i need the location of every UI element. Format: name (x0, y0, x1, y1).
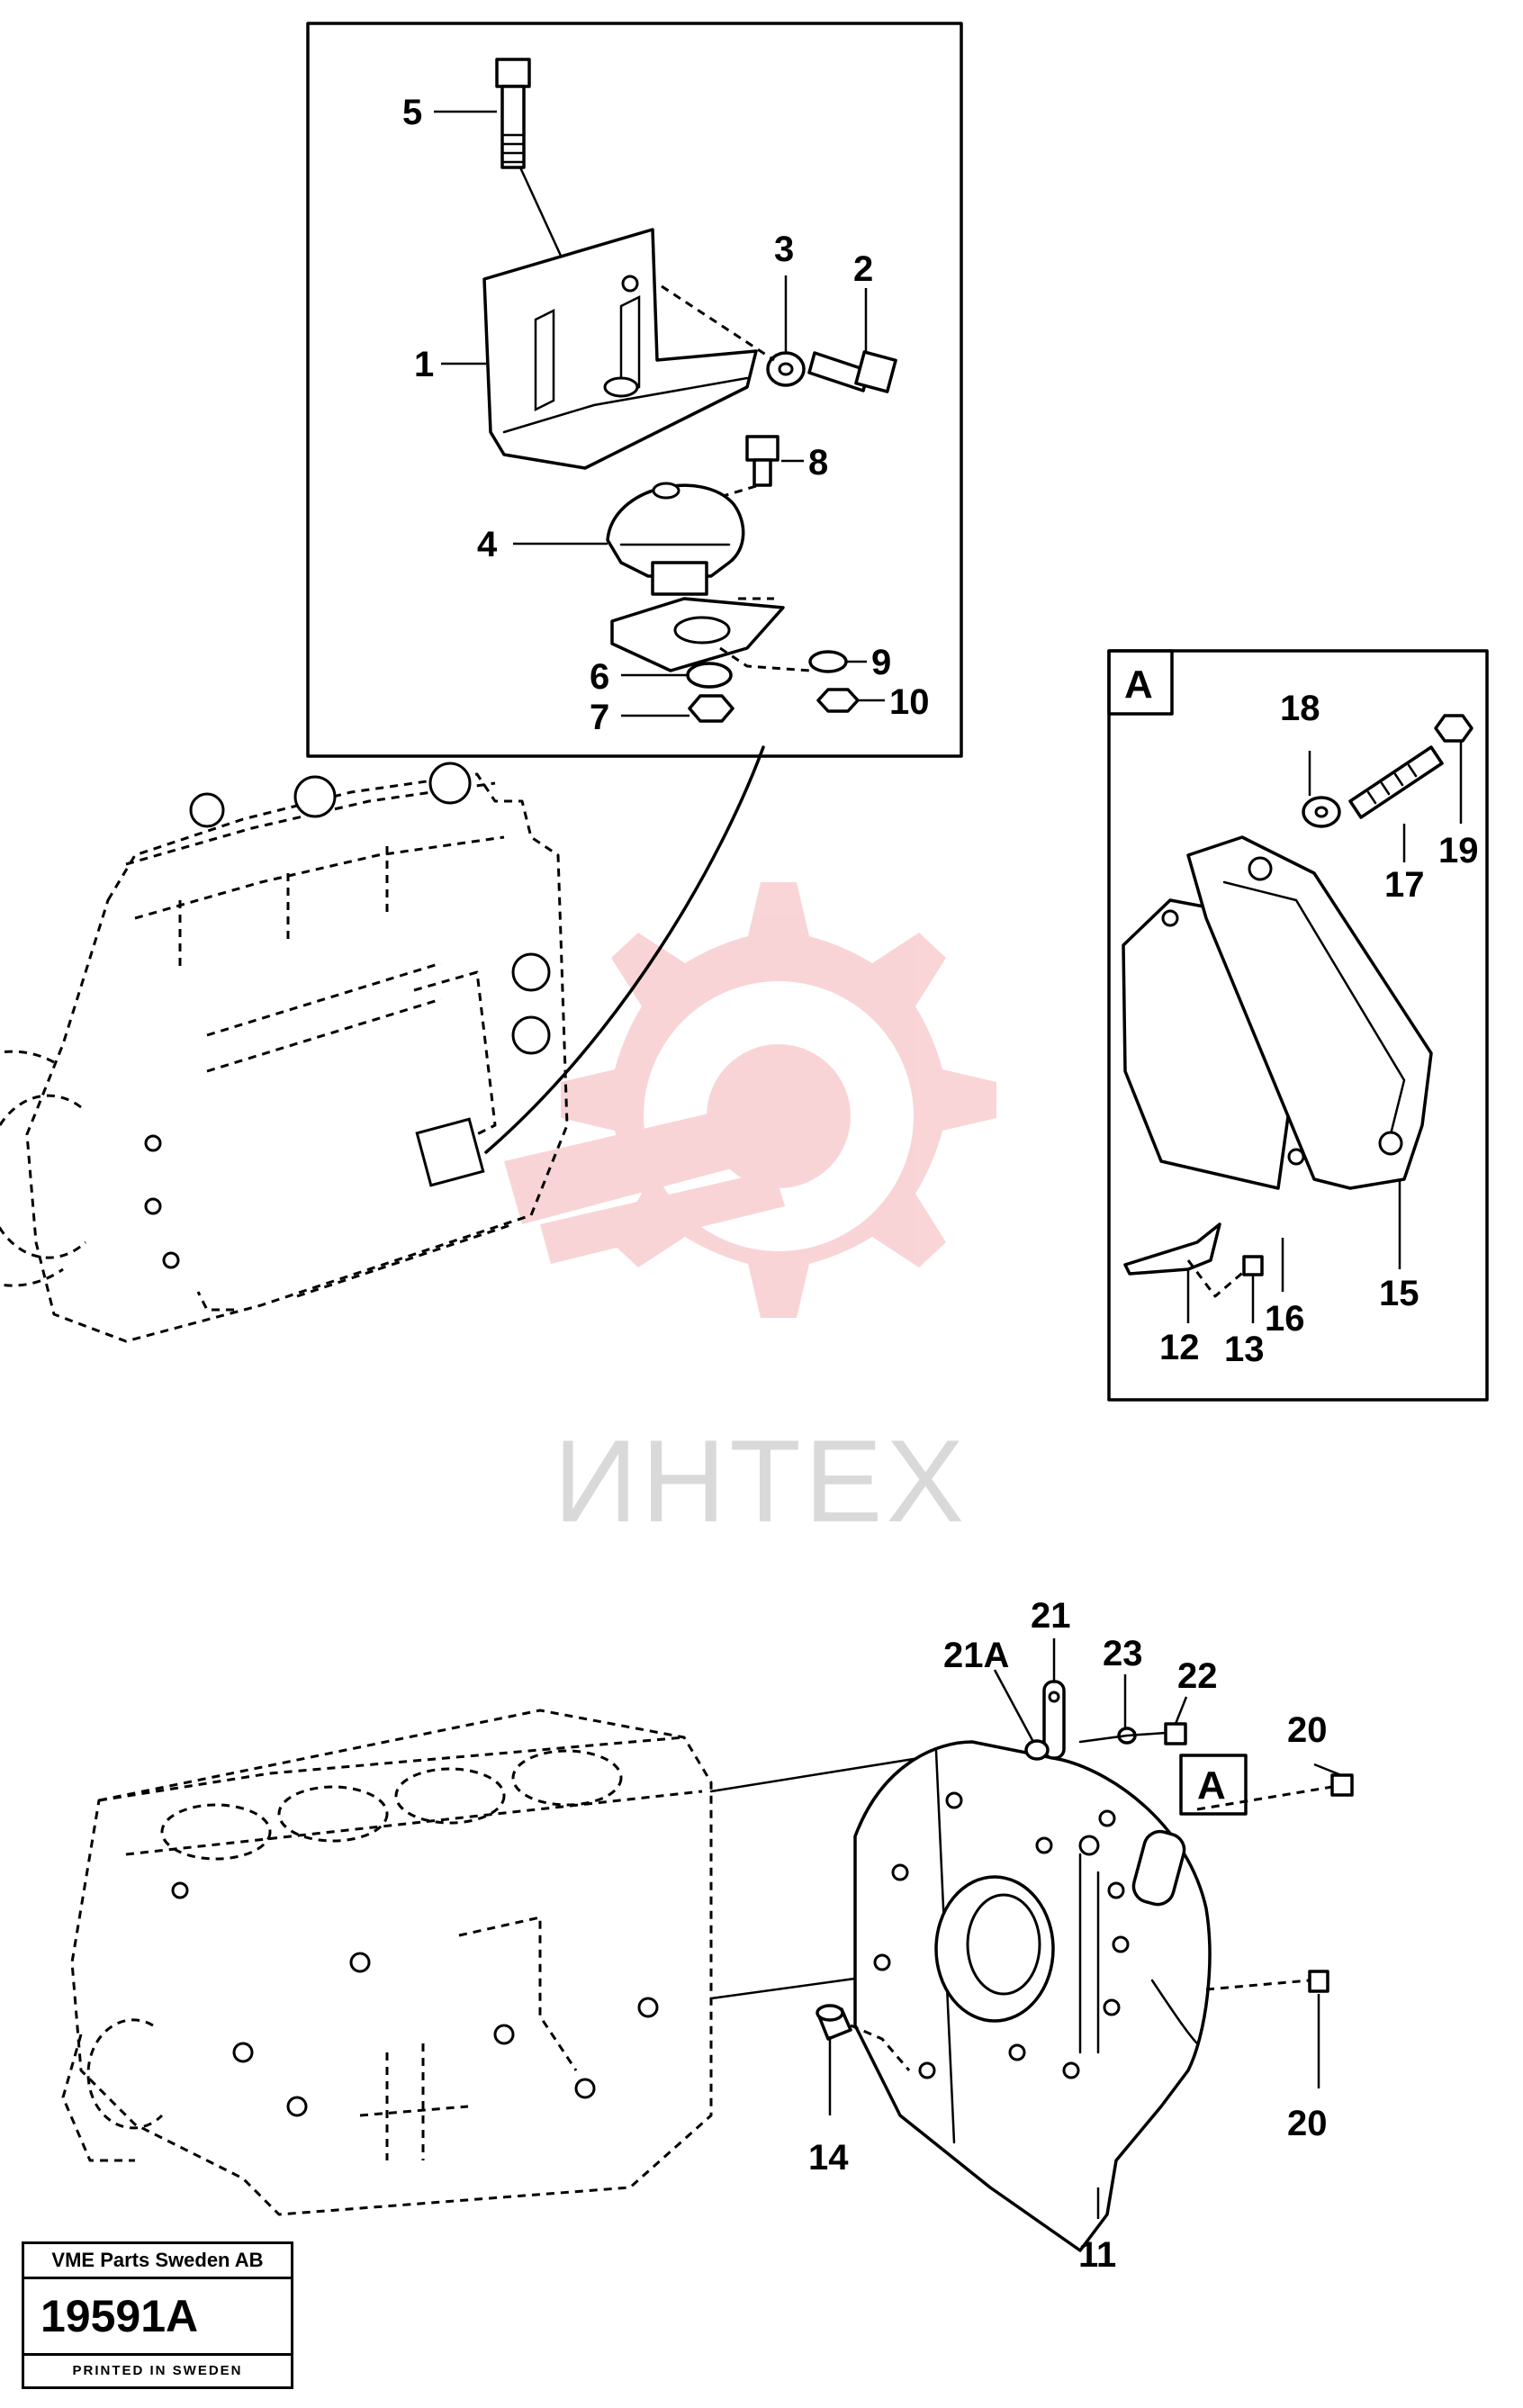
callout-23: 23 (1103, 1634, 1143, 1673)
leader-bolt2-bracket (661, 284, 775, 362)
detail-a-label: A (1124, 663, 1153, 707)
title-block-number: 19591A (24, 2279, 291, 2356)
callout-18: 18 (1280, 689, 1320, 728)
detail-a-frame (1107, 649, 1489, 1402)
engine-block-bottom (61, 1709, 713, 2216)
washer-9 (808, 650, 848, 673)
nut-19 (1434, 714, 1473, 743)
callout-15: 15 (1379, 1274, 1419, 1313)
title-block-printed: PRINTED IN SWEDEN (72, 2363, 243, 2378)
callout-2: 2 (853, 249, 873, 289)
nut-10 (816, 688, 860, 713)
callout-12: 12 (1159, 1328, 1200, 1367)
engine-outline-top (0, 762, 569, 1343)
align-line-upper (709, 1754, 938, 1793)
detail-a-tag (1107, 649, 1174, 716)
rubber-mount-4 (606, 482, 745, 596)
callout-19: 19 (1438, 831, 1479, 870)
callout-13: 13 (1224, 1330, 1265, 1369)
stud-17 (1348, 745, 1444, 819)
bolt-20-lower (1205, 1970, 1329, 1993)
gear-wrench-watermark-icon (504, 882, 996, 1318)
callout-21a: 21A (943, 1636, 1009, 1675)
bracket-1 (482, 228, 758, 470)
leader-to-mount (484, 745, 765, 1154)
callout-5: 5 (402, 93, 422, 132)
callout-16: 16 (1265, 1299, 1305, 1339)
callout-9: 9 (871, 643, 891, 682)
callout-22: 22 (1177, 1656, 1218, 1696)
washer-21a (1024, 1739, 1050, 1761)
title-block: VME Parts Sweden AB 19591A PRINTED IN SW… (22, 2241, 293, 2389)
bolt-20-upper (1196, 1773, 1354, 1811)
callout-4: 4 (477, 525, 498, 564)
callout-17: 17 (1384, 865, 1425, 905)
screw-13 (1242, 1255, 1264, 1276)
callout-6: 6 (590, 657, 609, 697)
callout-20-upper: 20 (1287, 1710, 1328, 1750)
callout-1: 1 (414, 345, 434, 384)
leader-20-upper (1313, 1763, 1342, 1777)
callout-20-lower: 20 (1287, 2104, 1328, 2143)
callout-21: 21 (1031, 1596, 1071, 1636)
cover-plate-15 (1122, 835, 1433, 1190)
leader-22 (1174, 1696, 1188, 1725)
lifting-eye-21 (1042, 1680, 1066, 1760)
detail-a-reference-label: A (1197, 1763, 1226, 1808)
bracket-12 (1123, 1222, 1248, 1298)
callout-11: 11 (1078, 2235, 1116, 2275)
mount-detail-frame (306, 22, 963, 758)
flywheel-housing-11 (853, 1740, 1212, 2252)
nut-7 (688, 694, 734, 723)
detail-a-reference-frame (1179, 1754, 1248, 1816)
leader-21a (993, 1669, 1035, 1743)
callout-14: 14 (808, 2138, 849, 2178)
watermark-text: ИНТЕХ (554, 1415, 968, 1547)
washer-3 (766, 351, 806, 387)
callout-3: 3 (774, 230, 794, 269)
callout-8: 8 (808, 443, 828, 483)
bolt-8 (684, 435, 780, 501)
callout-10: 10 (889, 682, 930, 722)
washer-18 (1302, 796, 1341, 828)
plug-14 (816, 2004, 911, 2071)
base-plate (610, 597, 811, 672)
bolt-2 (807, 350, 897, 393)
callout-7: 7 (590, 698, 609, 737)
title-block-company: VME Parts Sweden AB (24, 2244, 291, 2279)
washer-6 (686, 662, 733, 689)
